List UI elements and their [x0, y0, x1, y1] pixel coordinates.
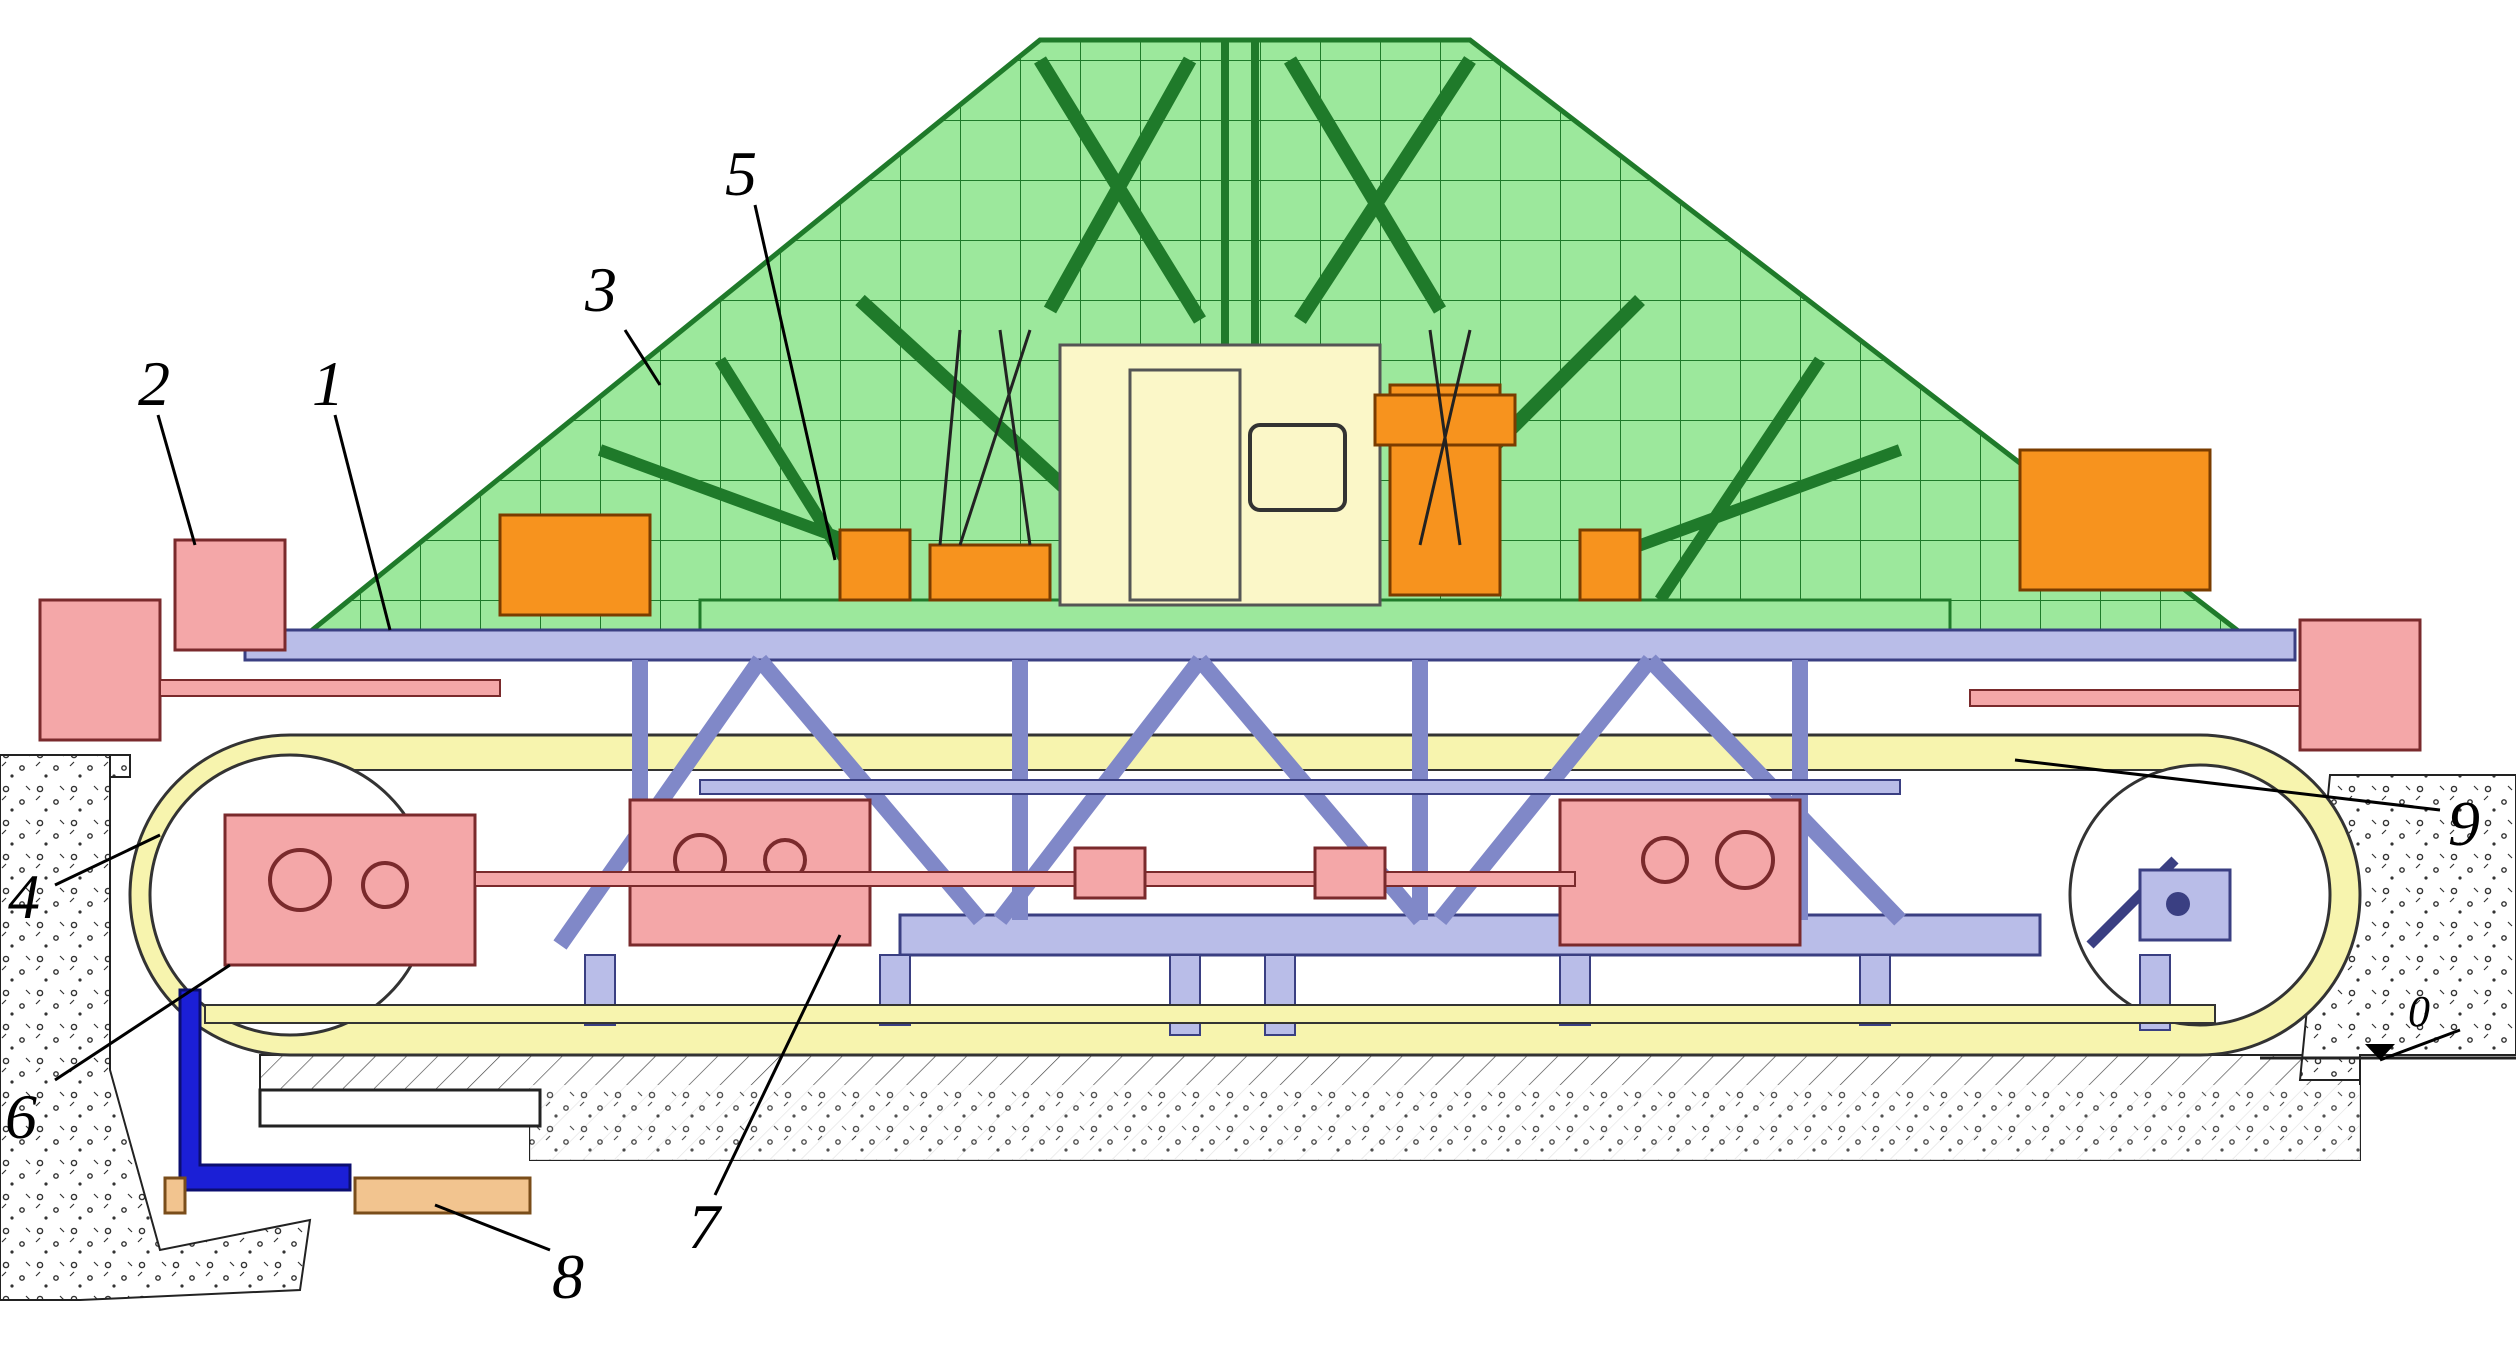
callout-5: 5	[725, 138, 757, 209]
coupling-1	[1073, 846, 1147, 900]
callout-9: 9	[2448, 788, 2480, 859]
winch-drum-right	[2018, 448, 2212, 592]
leader-8	[434, 1203, 551, 1252]
gear-1b	[361, 861, 409, 909]
coupling-2	[1313, 846, 1387, 900]
callout-7: 7	[688, 1191, 720, 1262]
leader-6	[54, 963, 231, 1082]
slab-left	[163, 1176, 187, 1215]
travel-unit-right	[2298, 618, 2422, 752]
frame-bottom-beam	[898, 913, 2042, 957]
cabin-door	[1128, 368, 1242, 602]
drive-shaft	[474, 871, 1576, 887]
winch-drum-left	[498, 513, 652, 617]
callout-4: 4	[8, 861, 40, 932]
callout-8: 8	[552, 1241, 584, 1312]
leader-7	[713, 934, 842, 1196]
gear-3b	[1715, 830, 1775, 890]
frame-base-rail	[204, 1004, 2216, 1024]
gearbox-3	[1558, 798, 1802, 947]
callout-2: 2	[138, 348, 170, 419]
winch-gear-left	[838, 528, 912, 602]
callout-3: 3	[585, 254, 617, 325]
gear-3a	[1641, 836, 1689, 884]
ground	[0, 754, 2516, 1301]
leader-9	[2014, 758, 2441, 812]
leader-2	[156, 414, 197, 546]
gearbox-1	[223, 813, 477, 967]
roof-brace-1	[855, 56, 1645, 526]
travel-shaft-right	[1969, 689, 2301, 707]
leader-5	[753, 204, 837, 561]
roof-brace-2	[597, 356, 1903, 604]
leader-0	[2379, 1028, 2461, 1062]
equipment-deck	[498, 329, 2212, 632]
winch-gear-right	[1578, 528, 1642, 602]
travel-unit-left	[38, 598, 162, 742]
winch-gear-mid	[928, 543, 1052, 602]
frame-top-beam	[243, 628, 2297, 662]
ground-floor-soil	[530, 1085, 2360, 1160]
motor-left-top	[173, 538, 287, 652]
leader-3	[623, 329, 662, 386]
callout-6: 6	[5, 1081, 37, 1152]
track-idler-axle	[2166, 892, 2190, 916]
roof-shelter	[292, 37, 2258, 643]
pit-step	[258, 1088, 542, 1128]
gear-1a	[268, 848, 332, 912]
supply-pipe	[178, 988, 352, 1192]
leader-lines	[54, 204, 2461, 1252]
leader-4	[54, 833, 161, 887]
track-inner	[299, 769, 2191, 1021]
level-marker	[2365, 1044, 2395, 1060]
drive-units	[38, 538, 2422, 967]
frame-cross-beam	[699, 779, 1901, 795]
cabin-window	[1248, 423, 1347, 512]
travel-shaft-left	[159, 679, 501, 697]
track-idler-hub	[2138, 868, 2232, 942]
callout-0: 0	[2408, 987, 2430, 1036]
callout-1: 1	[312, 348, 344, 419]
leader-1	[333, 414, 392, 631]
hoist-ropes	[938, 329, 1472, 546]
